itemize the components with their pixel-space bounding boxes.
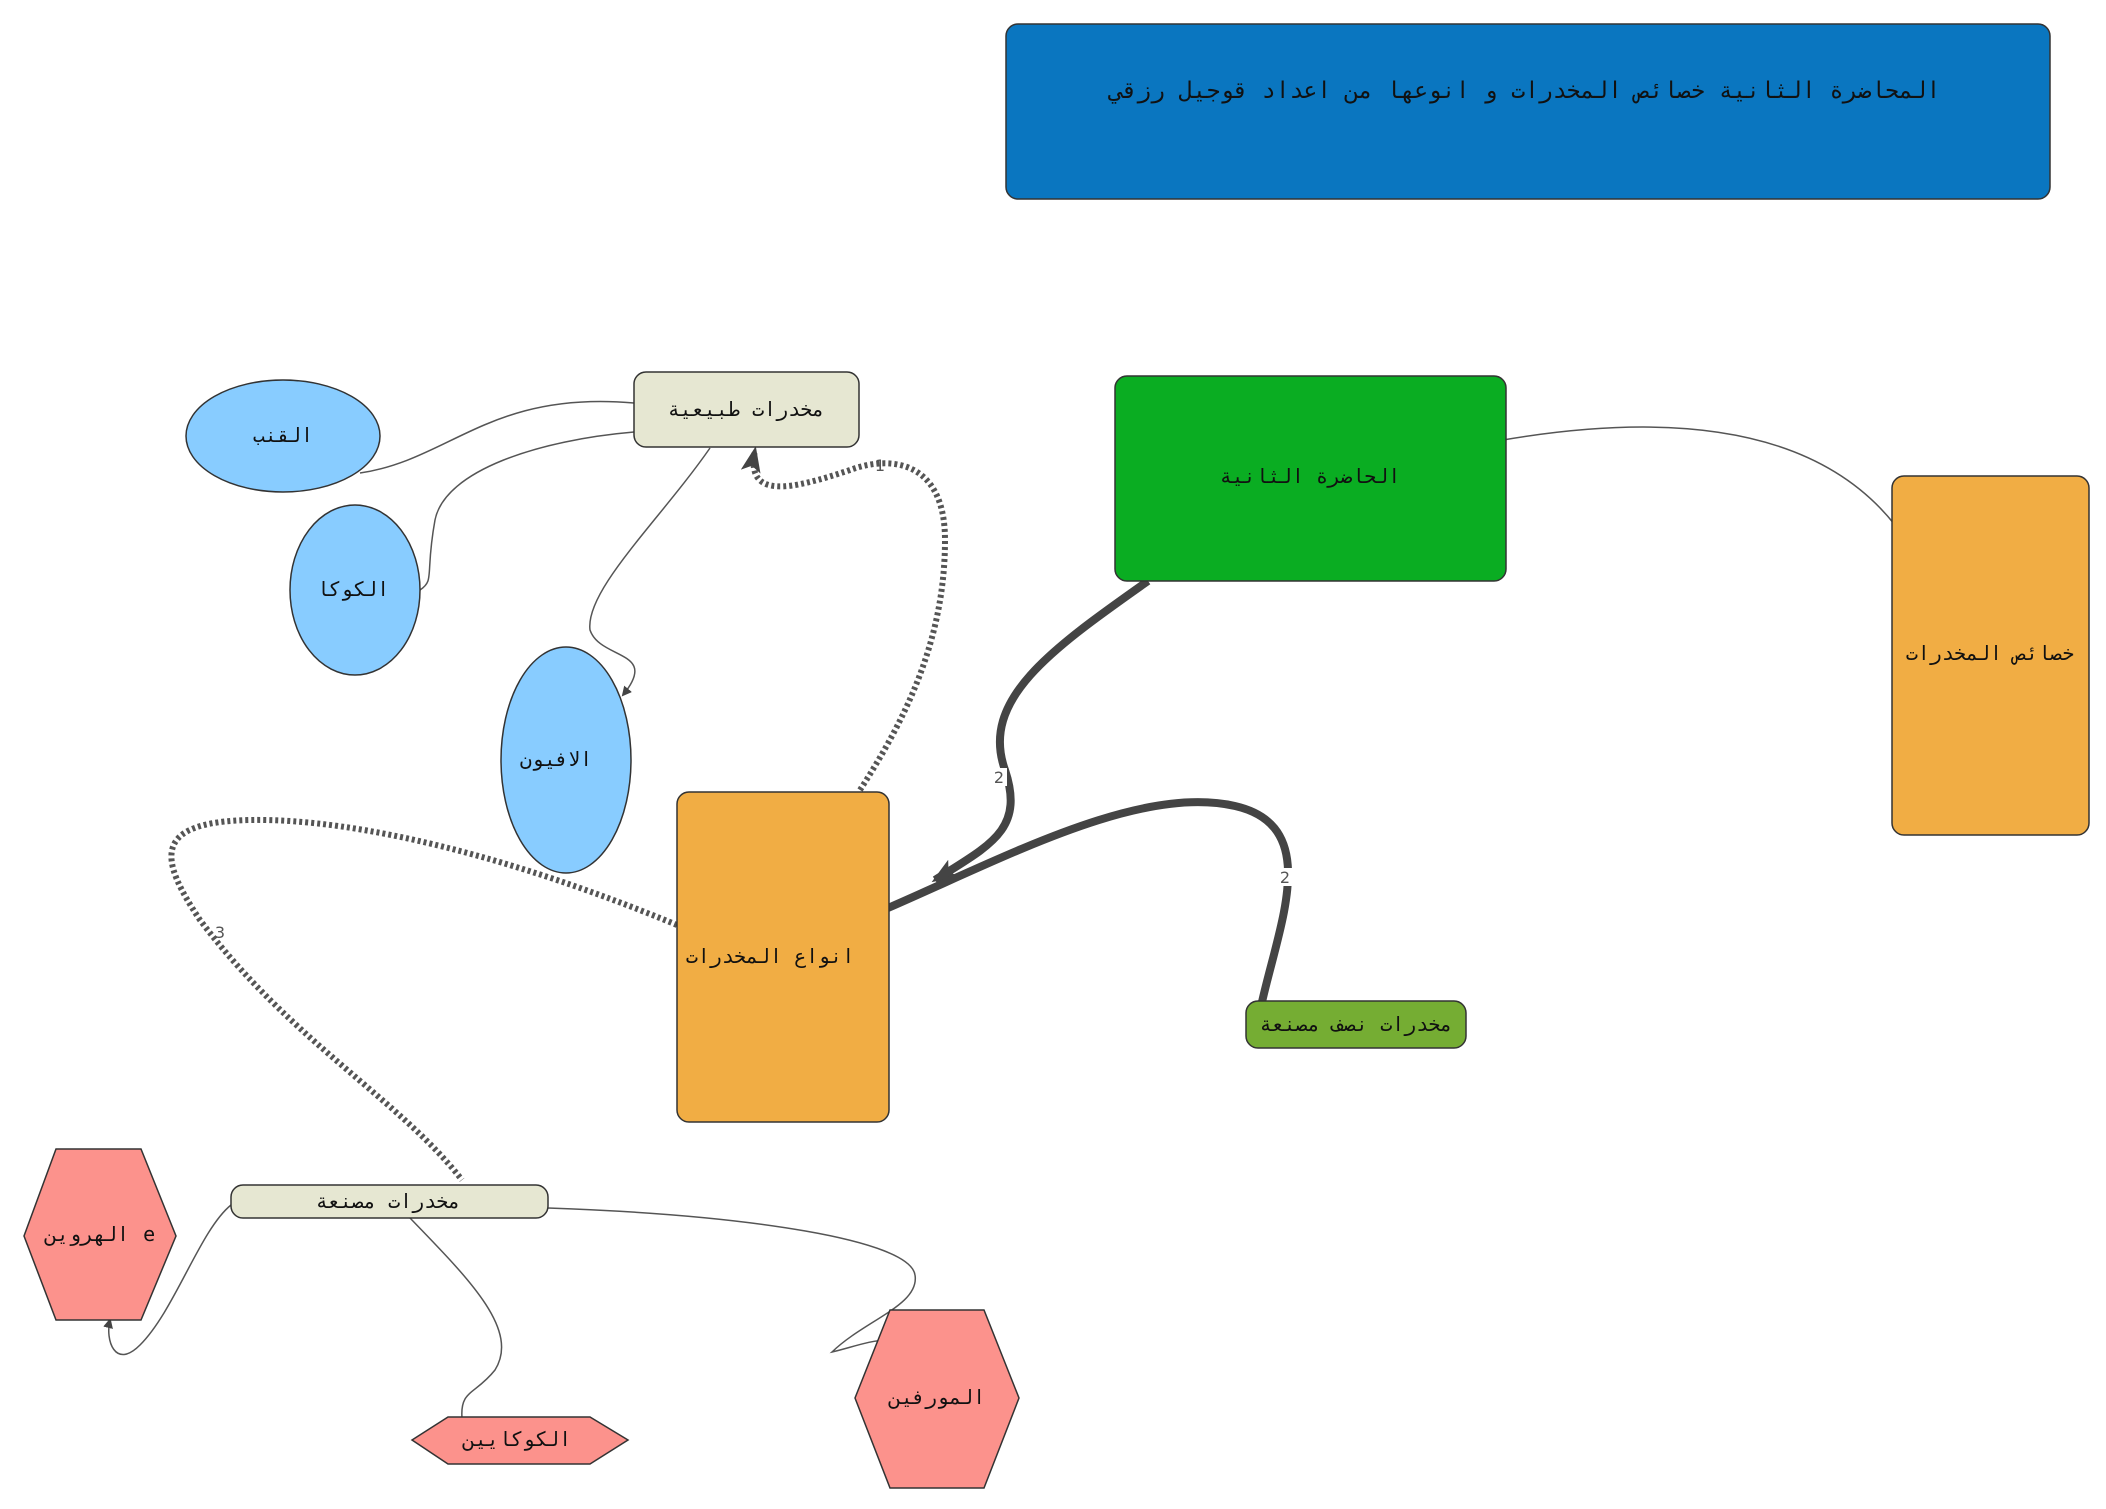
edge-label-lecture-types: 2 (991, 768, 1007, 787)
edge-synthetic-heroin[interactable] (103, 1204, 232, 1356)
node-cannabis[interactable]: القنب (185, 379, 381, 493)
edge-natural-cannabis[interactable] (359, 400, 635, 474)
node-cocaine-label: الكوكايين (462, 1427, 571, 1451)
edge-label-types-synthetic: 3 (215, 923, 225, 942)
node-synthetic-label: مخدرات مصنعة (316, 1189, 461, 1213)
node-morphine-label: المورفين (888, 1385, 985, 1409)
edge-types-natural-label: 1 (875, 456, 885, 475)
node-coca-label: الكوكا (317, 577, 389, 601)
node-coca[interactable]: الكوكا (289, 504, 421, 676)
node-semi[interactable]: مخدرات نصف مصنعة (1245, 1000, 1467, 1049)
edge-types-synthetic[interactable] (168, 816, 679, 1182)
edge-label-types-natural: 1 (875, 456, 885, 475)
edge-types-natural[interactable] (740, 446, 949, 792)
edge-types-semi[interactable] (886, 798, 1293, 1003)
edge-lecture-types[interactable] (931, 577, 1151, 884)
node-natural-label: مخدرات طبيعية (668, 397, 825, 421)
node-morphine[interactable]: المورفين (854, 1309, 1020, 1489)
edge-lecture-properties[interactable] (1502, 426, 1896, 526)
node-natural[interactable]: مخدرات طبيعية (633, 371, 860, 448)
node-synthetic[interactable]: مخدرات مصنعة (230, 1184, 549, 1219)
node-opium-label: الافيون (520, 747, 592, 771)
edge-lecture-types-label: 2 (994, 768, 1004, 787)
edge-label-types-semi: 2 (1277, 868, 1293, 887)
title-box[interactable]: المحاضرة الثانية خصائص المخدرات و انوعها… (1005, 23, 2051, 200)
node-semi-label: مخدرات نصف مصنعة (1260, 1012, 1453, 1036)
edges: 2 2 1 3 (103, 400, 1896, 1419)
title-text: المحاضرة الثانية خصائص المخدرات و انوعها… (1108, 78, 1941, 104)
edge-synthetic-morphine[interactable] (547, 1207, 916, 1354)
node-heroin[interactable]: e الهروين (23, 1148, 177, 1321)
edge-synthetic-cocaine[interactable] (409, 1217, 503, 1419)
node-cannabis-label: القنب (253, 423, 313, 447)
node-lecture-label: الحاضرة الثانية (1220, 464, 1401, 488)
node-properties[interactable]: خصائص المخدرات (1891, 475, 2090, 836)
node-lecture[interactable]: الحاضرة الثانية (1114, 375, 1507, 582)
node-cocaine[interactable]: الكوكايين (410, 1416, 630, 1465)
node-properties-label: خصائص المخدرات (1906, 641, 2075, 665)
edge-natural-coca[interactable] (419, 431, 635, 591)
node-heroin-label: e الهروين (44, 1222, 157, 1246)
node-types[interactable]: انواع المخدرات (676, 791, 890, 1123)
node-opium[interactable]: الافيون (500, 646, 632, 874)
node-types-label: انواع المخدرات (686, 944, 855, 968)
edge-types-synthetic-label: 3 (215, 923, 225, 942)
edge-natural-opium[interactable] (589, 447, 711, 697)
edge-types-semi-label: 2 (1280, 868, 1290, 887)
